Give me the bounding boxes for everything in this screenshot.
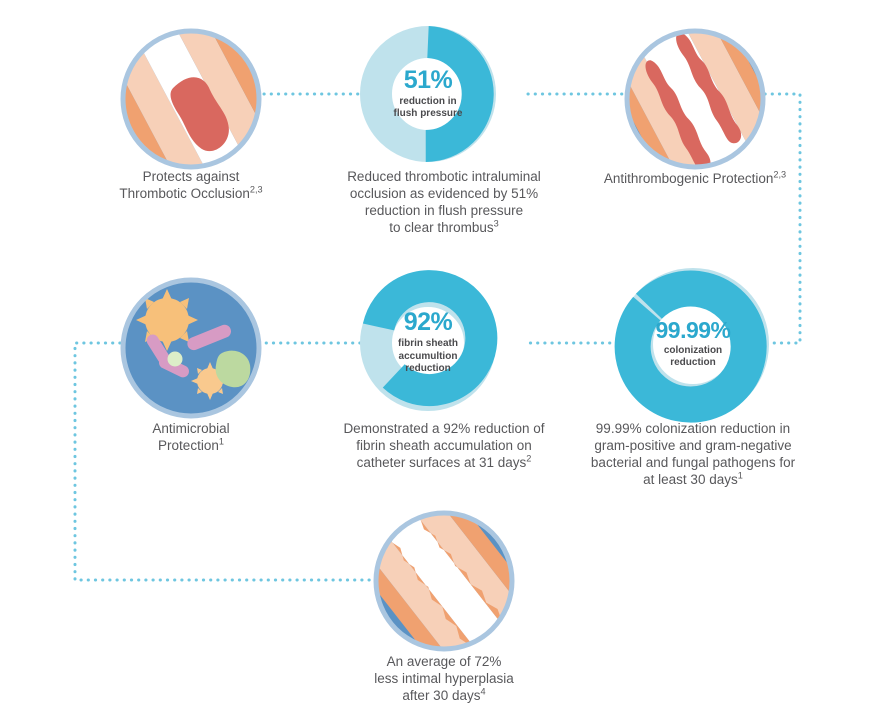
caption-colonization: 99.99% colonization reduction in gram-po…: [573, 420, 813, 488]
microbes-icon: [120, 277, 262, 419]
caption-thrombotic-occlusion-sup: 2,3: [249, 184, 263, 195]
caption-flush-pressure: Reduced thrombotic intraluminal occlusio…: [324, 168, 564, 236]
artery-hyperplasia-icon: [373, 510, 515, 652]
caption-fibrin-sheath: Demonstrated a 92% reduction of fibrin s…: [324, 420, 564, 471]
donut-51-value: 51%: [403, 65, 453, 94]
caption-antimicrobial: Antimicrobial Protection1: [66, 420, 316, 454]
caption-colonization-text: 99.99% colonization reduction in gram-po…: [590, 421, 796, 487]
caption-intimal-hyperplasia-sup: 4: [480, 686, 486, 697]
donut-99-center: 99.99% colonization reduction: [617, 268, 769, 420]
artery-clear-icon: [624, 28, 766, 170]
caption-fibrin-sheath-sup: 2: [526, 453, 532, 464]
donut-51-label: reduction in flush pressure: [393, 95, 463, 120]
node-thrombotic-occlusion: [118, 26, 264, 172]
node-colonization: 99.99% colonization reduction: [614, 268, 769, 423]
caption-antithrombogenic-sup: 2,3: [773, 169, 787, 180]
caption-antimicrobial-text: Antimicrobial Protection: [152, 421, 230, 453]
donut-chart-92: [360, 270, 498, 411]
fungus-blob: [215, 350, 251, 388]
caption-thrombotic-occlusion: Protects against Thrombotic Occlusion2,3: [66, 168, 316, 202]
caption-intimal-hyperplasia: An average of 72% less intimal hyperplas…: [324, 653, 564, 704]
donut-92-value: 92%: [403, 308, 453, 337]
bacterium-rod-1: [187, 324, 231, 351]
donut-chart-99: [614, 268, 769, 423]
node-antithrombogenic: [622, 26, 768, 172]
caption-thrombotic-occlusion-text: Protects against Thrombotic Occlusion: [119, 169, 250, 201]
caption-colonization-sup: 1: [737, 470, 743, 481]
donut-92-label: fibrin sheath accumultion reduction: [397, 338, 458, 375]
caption-antithrombogenic-text: Antithrombogenic Protection: [603, 171, 774, 186]
artery-thrombus-icon: [120, 28, 262, 170]
donut-chart-51: [360, 26, 496, 162]
node-antimicrobial: [118, 275, 264, 421]
caption-fibrin-sheath-text: Demonstrated a 92% reduction of fibrin s…: [343, 421, 545, 470]
caption-flush-pressure-text: Reduced thrombotic intraluminal occlusio…: [347, 169, 541, 235]
caption-antimicrobial-sup: 1: [218, 436, 224, 447]
node-fibrin-sheath: 92% fibrin sheath accumultion reduction: [360, 270, 498, 411]
caption-antithrombogenic: Antithrombogenic Protection2,3: [570, 170, 820, 187]
caption-intimal-hyperplasia-text: An average of 72% less intimal hyperplas…: [374, 654, 514, 703]
donut-99-label: colonization reduction: [663, 344, 723, 369]
caption-flush-pressure-sup: 3: [493, 218, 499, 229]
node-intimal-hyperplasia: [371, 508, 517, 654]
connector-antithrombogenic-to-colonization: [763, 92, 802, 345]
donut-92-center: 92% fibrin sheath accumultion reduction: [360, 275, 496, 411]
bacterium-rod-2: [146, 334, 189, 378]
spore-dot: [167, 351, 183, 367]
donut-51-center: 51% reduction in flush pressure: [360, 26, 496, 162]
node-flush-pressure: 51% reduction in flush pressure: [360, 26, 496, 162]
donut-99-value: 99.99%: [655, 316, 731, 343]
